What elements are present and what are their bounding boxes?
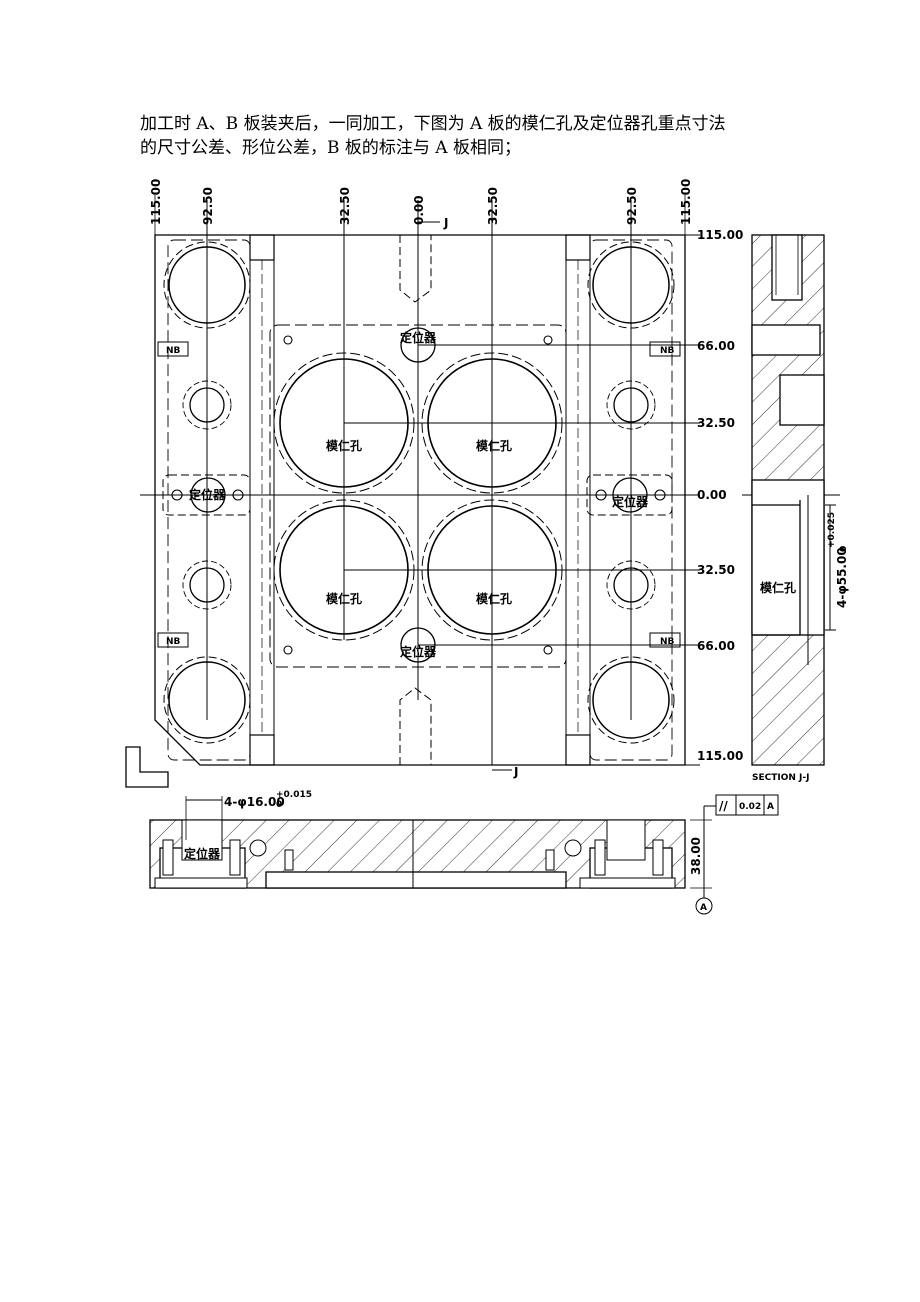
plate-outline [154, 234, 686, 766]
right-dim: 0.00 [697, 488, 727, 502]
thickness-dimension: 38.00 [689, 837, 703, 875]
tolerance-frame [715, 794, 779, 816]
section-view [751, 234, 836, 766]
top-dim: 92.50 [625, 187, 639, 225]
locator-label: 定位器 [400, 330, 437, 345]
section-marker: J [513, 765, 518, 779]
plan-view [125, 195, 840, 788]
right-dim: 115.00 [697, 749, 743, 763]
cavity-tol-upper: +0.025 [827, 512, 837, 548]
side-locator-label: 定位器 [184, 846, 221, 861]
cavity-label: 模仁孔 [326, 591, 362, 606]
nb-label: NB [166, 637, 181, 647]
cavity-labels: 模仁孔 模仁孔 模仁孔 模仁孔 [326, 438, 512, 606]
right-dim: 32.50 [697, 416, 735, 430]
top-dim: 0.00 [412, 195, 426, 225]
nb-label: NB [660, 637, 675, 647]
tolerance-value: 0.02 [739, 802, 761, 812]
corner-mark [125, 746, 169, 788]
locator-label: 定位器 [612, 494, 649, 509]
cavity-label: 模仁孔 [326, 438, 362, 453]
corner-holes [163, 241, 675, 744]
datum-label: A [700, 903, 707, 913]
locator-labels: 定位器 定位器 定位器 定位器 [189, 330, 649, 659]
locator-tol-upper: +0.015 [276, 790, 312, 800]
side-view [149, 794, 779, 915]
nb-plugs [157, 341, 681, 648]
locator-tol-lower: 0 [276, 800, 282, 810]
right-dim: 115.00 [697, 228, 743, 242]
section-cavity-label: 模仁孔 [760, 580, 796, 595]
cavity-hole-dimension: 4-φ55.00 [835, 547, 849, 608]
locator-label: 定位器 [400, 644, 437, 659]
section-title: SECTION J-J [752, 773, 809, 783]
parallel-symbol: // [719, 799, 728, 813]
datum-circle [695, 897, 713, 915]
right-dim: 66.00 [697, 639, 735, 653]
nb-label: NB [166, 346, 181, 356]
nb-label: NB [660, 346, 675, 356]
right-dim: 32.50 [697, 563, 735, 577]
top-dimensions: 115.00 92.50 32.50 0.00 32.50 92.50 115.… [149, 179, 693, 225]
section-marker: J [443, 216, 448, 230]
top-dim: 32.50 [338, 187, 352, 225]
top-dim: 115.00 [149, 179, 163, 225]
nb-labels: NB NB NB NB [166, 346, 675, 647]
locator-hole-dimension: 4-φ16.00 [224, 795, 285, 809]
intro-line-1: 加工时 A、B 板装夹后，一同加工，下图为 A 板的模仁孔及定位器孔重点寸法 [140, 114, 726, 134]
datum-ref: A [767, 802, 774, 812]
locator-label: 定位器 [189, 487, 226, 502]
intro-text: 加工时 A、B 板装夹后，一同加工，下图为 A 板的模仁孔及定位器孔重点寸法 的… [140, 112, 800, 160]
top-dim: 92.50 [201, 187, 215, 225]
top-dim: 32.50 [486, 187, 500, 225]
center-lines [140, 200, 840, 766]
cavity-tol-lower: 0 [839, 546, 849, 552]
cavity-label: 模仁孔 [476, 438, 512, 453]
intro-line-2: 的尺寸公差、形位公差，B 板的标注与 A 板相同； [140, 138, 521, 158]
top-dim: 115.00 [679, 179, 693, 225]
cavity-label: 模仁孔 [476, 591, 512, 606]
right-dimensions: 115.00 66.00 32.50 0.00 32.50 66.00 115.… [697, 228, 743, 763]
right-dim: 66.00 [697, 339, 735, 353]
